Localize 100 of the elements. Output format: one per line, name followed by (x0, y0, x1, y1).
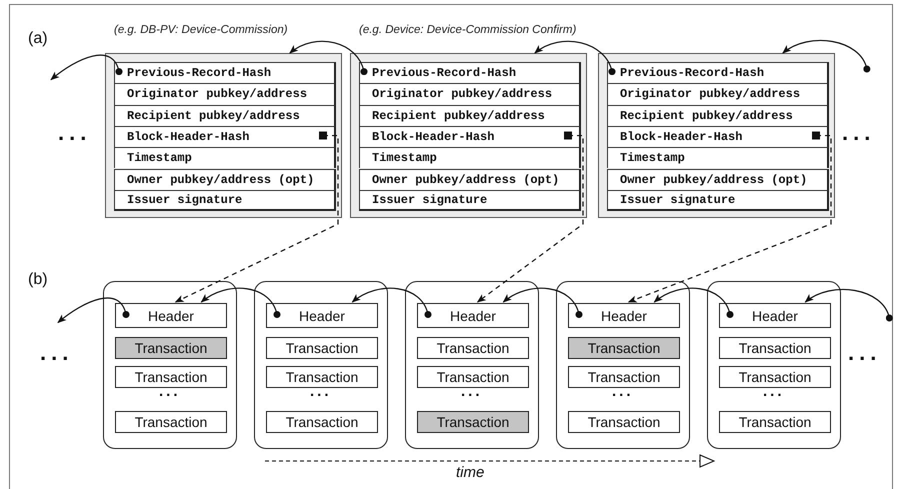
field-label: Recipient pubkey/address (620, 108, 793, 123)
block-frame (556, 281, 690, 449)
field-label: Originator pubkey/address (620, 87, 800, 102)
record-field (359, 104, 581, 126)
transaction-label: Transaction (738, 340, 812, 356)
field-label: Recipient pubkey/address (127, 108, 300, 123)
block-header (719, 303, 831, 328)
transaction-label: Transaction (436, 340, 510, 356)
record-frame (598, 53, 835, 218)
block-header (568, 303, 680, 328)
header-label: Header (752, 308, 798, 324)
record-field (359, 190, 581, 212)
record-field (359, 147, 581, 168)
header-label: Header (601, 308, 647, 324)
record-field (114, 83, 336, 105)
block-frame (405, 281, 539, 449)
transaction-label: Transaction (588, 369, 660, 385)
field-label: Issuer signature (620, 192, 736, 207)
ellipsis: ... (763, 383, 785, 400)
record-field (607, 190, 829, 212)
ellipsis: ... (58, 120, 92, 146)
record-field (114, 126, 336, 148)
transaction-entry (719, 337, 831, 359)
transaction-entry (417, 411, 529, 433)
field-label: Owner pubkey/address (opt) (372, 172, 560, 187)
ellipsis: ... (612, 383, 634, 400)
field-label: Timestamp (127, 151, 192, 166)
ellipsis: ... (848, 340, 882, 366)
link-arrow (804, 288, 893, 322)
ellipsis: ... (842, 120, 876, 146)
field-label: Block-Header-Hash (620, 130, 742, 144)
transaction-label: Transaction (134, 340, 208, 356)
transaction-entry (115, 337, 227, 359)
field-label: Originator pubkey/address (372, 87, 552, 102)
record-caption: (e.g. Device: Device-Commission Confirm) (359, 24, 576, 36)
link-arrow (502, 288, 582, 318)
transaction-label: Transaction (588, 414, 660, 430)
field-label: Timestamp (620, 151, 685, 166)
transaction-entry (115, 411, 227, 433)
link-arrow (352, 288, 432, 318)
block-frame (707, 281, 841, 449)
record-field (359, 83, 581, 105)
record-field (114, 190, 336, 212)
record-field (607, 168, 829, 190)
transaction-label: Transaction (286, 340, 358, 356)
field-label: Originator pubkey/address (127, 87, 308, 102)
transaction-label: Transaction (134, 414, 208, 430)
ellipsis: ... (40, 340, 74, 366)
transaction-entry (266, 366, 378, 388)
field-label: Block-Header-Hash (127, 130, 250, 144)
block-header (266, 303, 378, 328)
link-arrow (57, 298, 130, 324)
record-field (114, 62, 336, 84)
record-field (607, 147, 829, 168)
panel-label: (a) (28, 30, 48, 48)
header-label: Header (450, 308, 496, 324)
link-arrow (200, 288, 280, 318)
record-field (114, 147, 336, 168)
transaction-entry (417, 366, 529, 388)
field-label: Recipient pubkey/address (372, 108, 545, 123)
transaction-entry (719, 366, 831, 388)
transaction-entry (115, 366, 227, 388)
field-label: Previous-Record-Hash (127, 66, 272, 80)
panel-label: (b) (28, 271, 48, 289)
transaction-entry (719, 411, 831, 433)
field-label: Previous-Record-Hash (372, 66, 516, 80)
transaction-entry (568, 366, 680, 388)
record-field (607, 83, 829, 105)
record-field (607, 126, 829, 148)
link-arrow (654, 288, 734, 318)
block-frame (254, 281, 388, 449)
link-arrow (50, 54, 122, 80)
field-label: Owner pubkey/address (opt) (127, 172, 314, 187)
transaction-label: Transaction (436, 369, 510, 385)
record-field (359, 62, 581, 84)
block-header (115, 303, 227, 328)
field-label: Timestamp (372, 151, 437, 166)
record-field (359, 126, 581, 148)
transaction-entry (417, 337, 529, 359)
transaction-entry (266, 411, 378, 433)
transaction-label: Transaction (134, 369, 208, 385)
field-label: Previous-Record-Hash (620, 66, 764, 80)
block-frame (103, 281, 237, 449)
record-caption: (e.g. DB-PV: Device-Commission) (114, 24, 288, 36)
header-label: Header (299, 308, 345, 324)
field-label: Block-Header-Hash (372, 130, 494, 144)
dashed-arrow (628, 132, 832, 303)
block-header (417, 303, 529, 328)
record-field (359, 168, 581, 190)
transaction-entry (568, 411, 680, 433)
dashed-arrow (476, 132, 584, 303)
transaction-label: Transaction (286, 369, 358, 385)
ellipsis: ... (310, 383, 332, 400)
axis-label: time (456, 464, 484, 481)
record-field (114, 168, 336, 190)
ellipsis: ... (159, 383, 181, 400)
ellipsis: ... (461, 383, 483, 400)
field-label: Issuer signature (372, 192, 488, 207)
record-field (607, 62, 829, 84)
transaction-entry (568, 337, 680, 359)
